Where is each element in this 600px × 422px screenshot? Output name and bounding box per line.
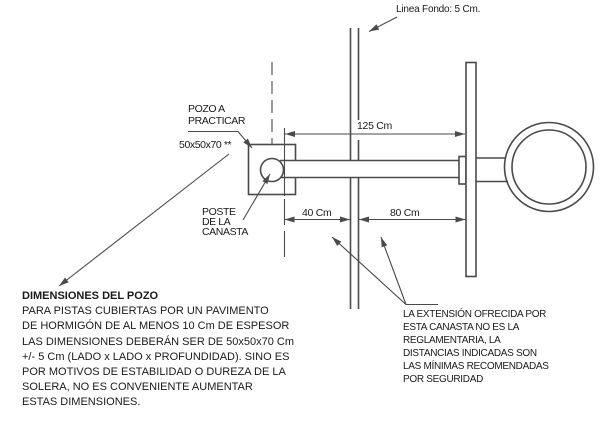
note-extension-line: LAS MÍNIMAS RECOMENDADAS (403, 361, 549, 372)
backboard (465, 61, 477, 278)
note-pit-line: DE HORMIGÓN DE AL MENOS 10 Cm DE ESPESOR (22, 320, 290, 333)
post-label: POSTE DE LA CANASTA (202, 206, 249, 238)
note-pit-line: ESTAS DIMENSIONES. (22, 396, 141, 409)
leader-poste (242, 173, 271, 221)
note-pit-line: LAS DIMENSIONES DEBERÁN SER DE 50x50x70 … (22, 335, 295, 348)
post-label-line1: POSTE (202, 206, 236, 218)
pit-label-line2: PRACTICAR (188, 115, 246, 128)
basket-ring (503, 121, 595, 213)
note-extension-line: DISTANCIAS INDICADAS SON (403, 348, 537, 359)
note-pit-line: SOLERA, NO ES CONVENIENTE AUMENTAR (22, 381, 253, 394)
note-pit-title: DIMENSIONES DEL POZO (22, 290, 159, 302)
leader-note-pozo (58, 153, 230, 287)
dimension-label-40: 40 Cm (302, 207, 332, 219)
leader-linea-fondo (368, 16, 398, 32)
leader-pozo (188, 130, 253, 149)
note-extension: LA EXTENSIÓN OFRECIDA POR ESTA CANASTA N… (403, 308, 549, 386)
post-circle (259, 157, 285, 183)
pit-label-line1: POZO A (188, 103, 225, 115)
baseline-width-label: Linea Fondo: 5 Cm. (396, 4, 481, 15)
baseline-double-line (349, 28, 360, 309)
post-label-line3: CANASTA (202, 226, 249, 238)
note-pit-line: +/- 5 Cm (LADO x LADO x PROFUNDIDAD). SI… (22, 350, 290, 363)
ring-bracket (476, 157, 508, 183)
note-extension-line: REGLAMENTARIA, LA (403, 335, 501, 346)
arm-flange (458, 155, 467, 185)
note-pit-dimensions: DIMENSIONES DEL POZO PARA PISTAS CUBIERT… (22, 289, 294, 411)
extension-arm (280, 159, 460, 179)
note-extension-line: POR SEGURIDAD (403, 374, 484, 385)
leader-extension-2 (380, 236, 407, 305)
note-extension-line: ESTA CANASTA NO ES LA (403, 322, 520, 333)
pit-size-label: 50x50x70 ** (179, 139, 232, 151)
post-label-line2: DE LA (202, 216, 231, 228)
note-extension-line: LA EXTENSIÓN OFRECIDA POR (403, 309, 547, 320)
pit-label: POZO A PRACTICAR (188, 103, 245, 128)
note-pit-line: POR MOTIVOS DE ESTABILIDAD O DUREZA DE L… (22, 366, 286, 379)
dimension-label-125: 125 Cm (357, 120, 392, 132)
dimension-label-80: 80 Cm (390, 207, 420, 219)
note-pit-line: PARA PISTAS CUBIERTAS POR UN PAVIMENTO (22, 305, 269, 318)
